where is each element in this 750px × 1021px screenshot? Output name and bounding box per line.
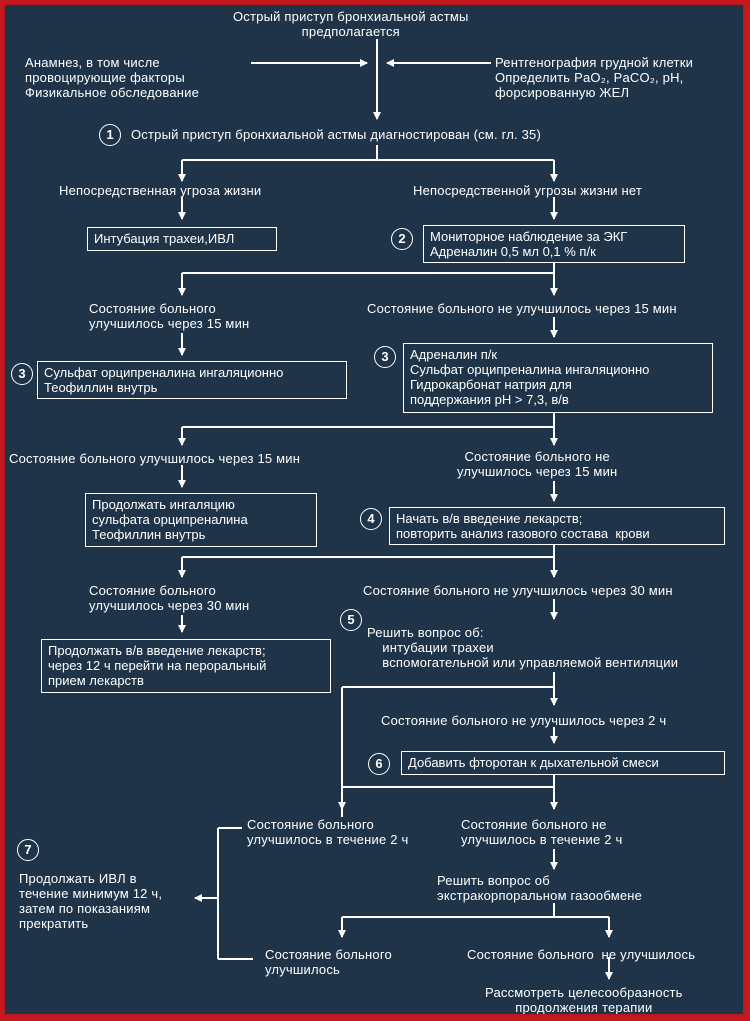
continue-iv-box: Продолжать в/в введение лекарств; через …: [41, 639, 331, 693]
adrenaline-bicarbonate-box: Адреналин п/к Сульфат орципреналина инга…: [403, 343, 713, 413]
not-improved-30-text: Состояние больного не улучшилось через 3…: [363, 583, 673, 598]
improved-15-b-text: Состояние больного улучшилось через 15 м…: [9, 451, 301, 466]
flowchart-frame: Острый приступ бронхиальной астмы предпо…: [3, 3, 745, 1016]
step-3b-badge: 3: [374, 346, 396, 368]
improved-30-text: Состояние больного улучшилось через 30 м…: [89, 583, 250, 613]
right-intro-text: Рентгенография грудной клетки Определить…: [495, 55, 694, 100]
not-improved-within-2h-text: Состояние больного не улучшилось в течен…: [461, 817, 623, 847]
sulfate-theophylline-box: Сульфат орципреналина ингаляционно Теофи…: [37, 361, 347, 399]
not-improved-15-a-text: Состояние больного не улучшилось через 1…: [367, 301, 677, 316]
start-iv-box: Начать в/в введение лекарств; повторить …: [389, 507, 725, 545]
no-threat-text: Непосредственной угрозы жизни нет: [413, 183, 643, 198]
ftorotan-box: Добавить фторотан к дыхательной смеси: [401, 751, 725, 775]
step-2-badge: 2: [391, 228, 413, 250]
ecg-adrenaline-box: Мониторное наблюдение за ЭКГ Адреналин 0…: [423, 225, 685, 263]
improved-15-a-text: Состояние больного улучшилось через 15 м…: [89, 301, 250, 331]
title-text: Острый приступ бронхиальной астмы предпо…: [233, 9, 469, 39]
connector-lines: [178, 39, 613, 980]
threat-text: Непосредственная угроза жизни: [59, 183, 262, 198]
not-improved-2h-text: Состояние больного не улучшилось через 2…: [381, 713, 667, 728]
left-intro-text: Анамнез, в том числе провоцирующие факто…: [25, 55, 200, 100]
continue-inhalation-box: Продолжать ингаляцию сульфата орципренал…: [85, 493, 317, 547]
decide-ecmo-text: Решить вопрос об экстракорпоральном газо…: [437, 873, 643, 903]
diagnosed-text: Острый приступ бронхиальной астмы диагно…: [131, 127, 542, 142]
step-4-badge: 4: [360, 508, 382, 530]
intubation-box: Интубация трахеи,ИВЛ: [87, 227, 277, 251]
step-3a-badge: 3: [11, 363, 33, 385]
step-5-badge: 5: [340, 609, 362, 631]
continue-ivl-text: Продолжать ИВЛ в течение минимум 12 ч, з…: [19, 871, 163, 931]
step-7-badge: 7: [17, 839, 39, 861]
decide-intubation-text: Решить вопрос об: интубации трахеи вспом…: [367, 625, 679, 670]
consider-text: Рассмотреть целесообразность продолжения…: [485, 985, 683, 1015]
not-improved-final-text: Состояние больного не улучшилось: [467, 947, 696, 962]
not-improved-15-b-text: Состояние больного не улучшилось через 1…: [457, 449, 618, 479]
improved-2h-text: Состояние больного улучшилось в течение …: [247, 817, 409, 847]
improved-final-text: Состояние больного улучшилось: [265, 947, 392, 977]
step-1-badge: 1: [99, 124, 121, 146]
step-6-badge: 6: [368, 753, 390, 775]
